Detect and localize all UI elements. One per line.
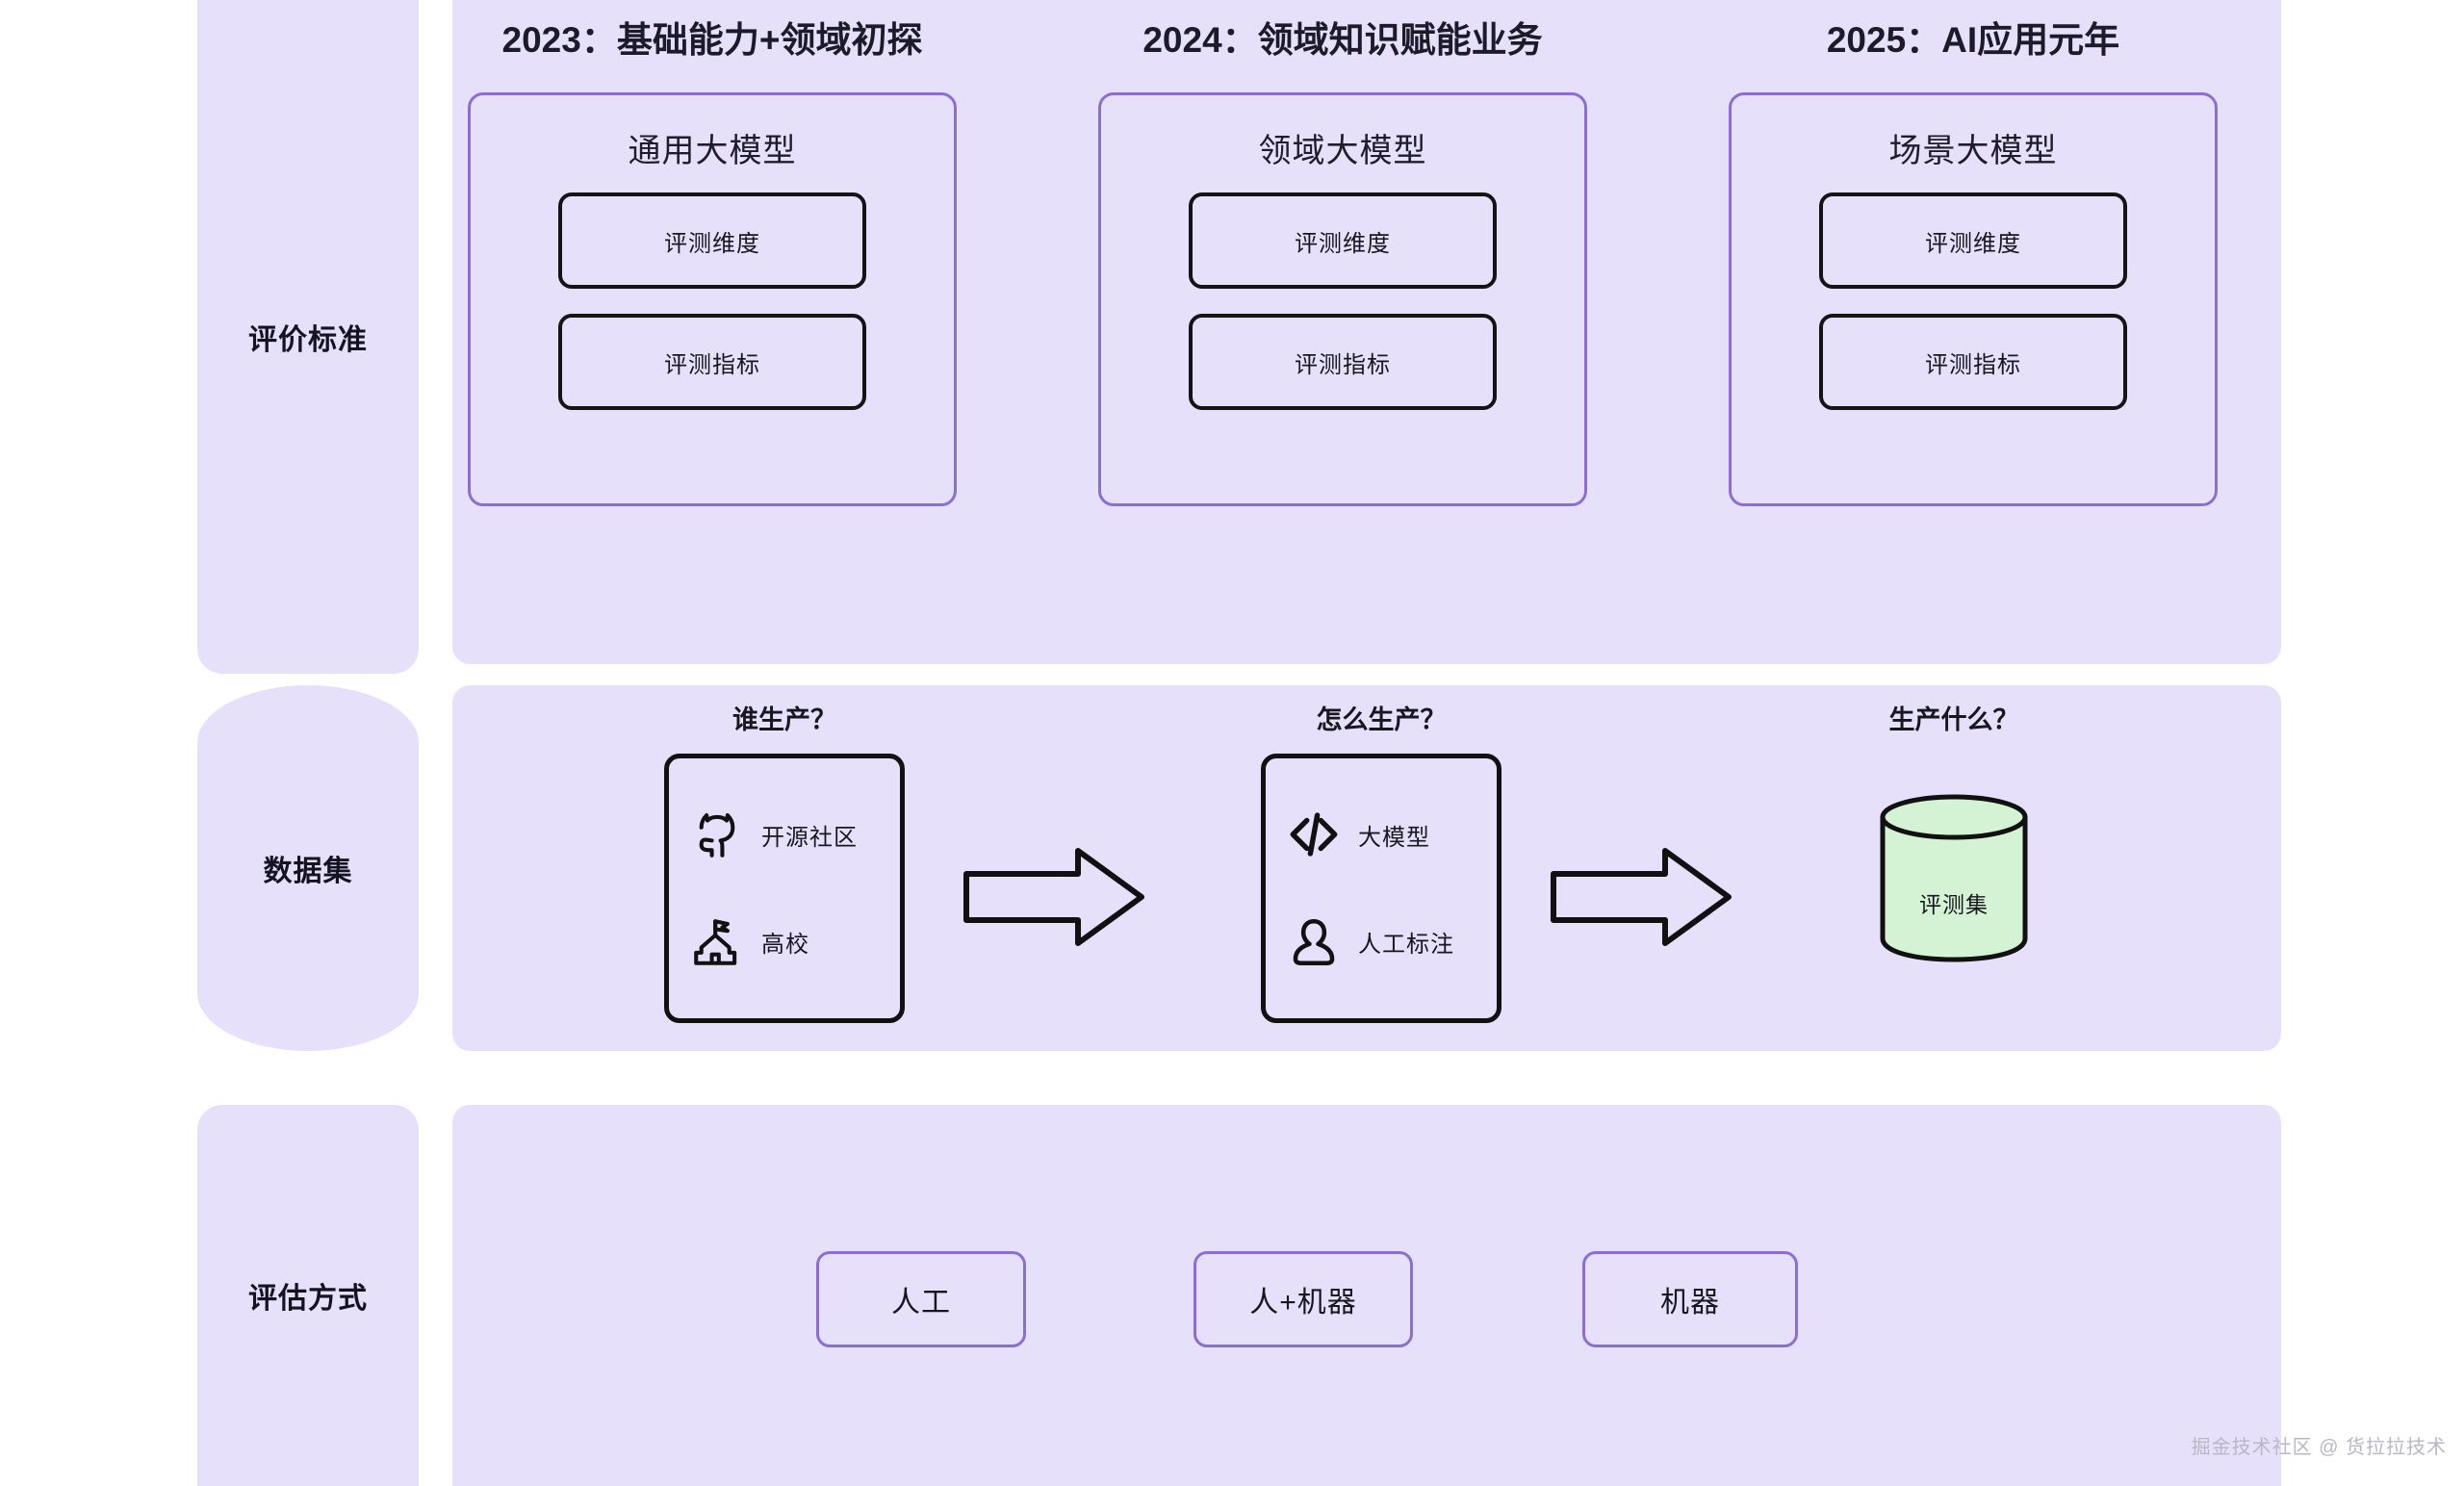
- watermark: 掘金技术社区 @ 货拉拉技术: [2191, 1437, 2447, 1458]
- eval-option-machine[interactable]: 机器: [1582, 1251, 1798, 1347]
- flow-item[interactable]: 开源社区: [686, 804, 858, 865]
- year-title: 2025：AI应用元年: [1826, 20, 2120, 60]
- flow-item-label: 高校: [761, 932, 809, 959]
- model-card-domain[interactable]: 领域大模型 评测维度 评测指标: [1098, 92, 1587, 507]
- model-card-title: 领域大模型: [1258, 133, 1427, 170]
- eval-option-manual[interactable]: 人工: [816, 1251, 1026, 1347]
- flow-arrow-right-icon: [1551, 848, 1732, 946]
- flow-item[interactable]: 大模型: [1283, 804, 1430, 865]
- metric-box-indicator[interactable]: 评测指标: [1189, 314, 1497, 411]
- year-title: 2023：基础能力+领域初探: [501, 20, 923, 60]
- model-card-general[interactable]: 通用大模型 评测维度 评测指标: [468, 92, 957, 507]
- metric-box-dimension[interactable]: 评测维度: [1189, 192, 1497, 290]
- flow-item[interactable]: 高校: [686, 911, 809, 973]
- eval-option-human-machine[interactable]: 人+机器: [1194, 1251, 1413, 1347]
- flow-group-what-produced: 生产什么？ 评测集: [1810, 699, 2098, 963]
- cylinder-label: 评测集: [1919, 892, 1989, 917]
- flow-item-label: 大模型: [1358, 824, 1430, 851]
- metric-box-indicator[interactable]: 评测指标: [1819, 314, 2127, 411]
- university-icon: [686, 911, 748, 973]
- year-column-2024: 2024：领域知识赋能业务 领域大模型 评测维度 评测指标: [1092, 19, 1593, 507]
- sidebar-item-label: 评估方式: [248, 1283, 368, 1315]
- model-card-scenario[interactable]: 场景大模型 评测维度 评测指标: [1729, 92, 2218, 507]
- dataset-cylinder[interactable]: 评测集: [1878, 792, 2030, 963]
- flow-heading: 谁生产？: [732, 705, 836, 734]
- sidebar-item-evaluation-method[interactable]: 评估方式: [197, 1105, 419, 1486]
- github-icon: [686, 804, 748, 865]
- model-card-title: 通用大模型: [628, 133, 797, 170]
- sidebar-item-label: 评价标准: [248, 324, 368, 356]
- year-column-2023: 2023：基础能力+领域初探 通用大模型 评测维度 评测指标: [462, 19, 962, 507]
- sidebar-item-label: 数据集: [263, 856, 353, 887]
- flow-item-label: 人工标注: [1358, 932, 1454, 959]
- flow-box-producers[interactable]: 开源社区 高校: [664, 754, 905, 1023]
- flow-group-how-produced: 怎么生产？ 大模型 人工标注: [1237, 699, 1526, 1023]
- flow-group-who-produces: 谁生产？ 开源社区: [640, 699, 929, 1023]
- model-card-title: 场景大模型: [1888, 133, 2058, 170]
- flow-box-production-methods[interactable]: 大模型 人工标注: [1261, 754, 1502, 1023]
- metric-box-indicator[interactable]: 评测指标: [558, 314, 866, 411]
- sidebar-item-evaluation-criteria[interactable]: 评价标准: [197, 0, 419, 674]
- metric-box-dimension[interactable]: 评测维度: [1819, 192, 2127, 290]
- year-column-2025: 2025：AI应用元年 场景大模型 评测维度 评测指标: [1723, 19, 2223, 507]
- flow-heading: 生产什么？: [1888, 705, 2019, 734]
- person-icon: [1283, 911, 1345, 973]
- flow-heading: 怎么生产？: [1316, 705, 1447, 734]
- code-brackets-icon: [1283, 804, 1345, 865]
- flow-arrow-right-icon: [963, 848, 1144, 946]
- flow-item[interactable]: 人工标注: [1283, 911, 1454, 973]
- metric-box-dimension[interactable]: 评测维度: [558, 192, 866, 290]
- flow-item-label: 开源社区: [761, 824, 858, 851]
- sidebar-item-dataset[interactable]: 数据集: [197, 685, 419, 1051]
- year-title: 2024：领域知识赋能业务: [1142, 20, 1543, 60]
